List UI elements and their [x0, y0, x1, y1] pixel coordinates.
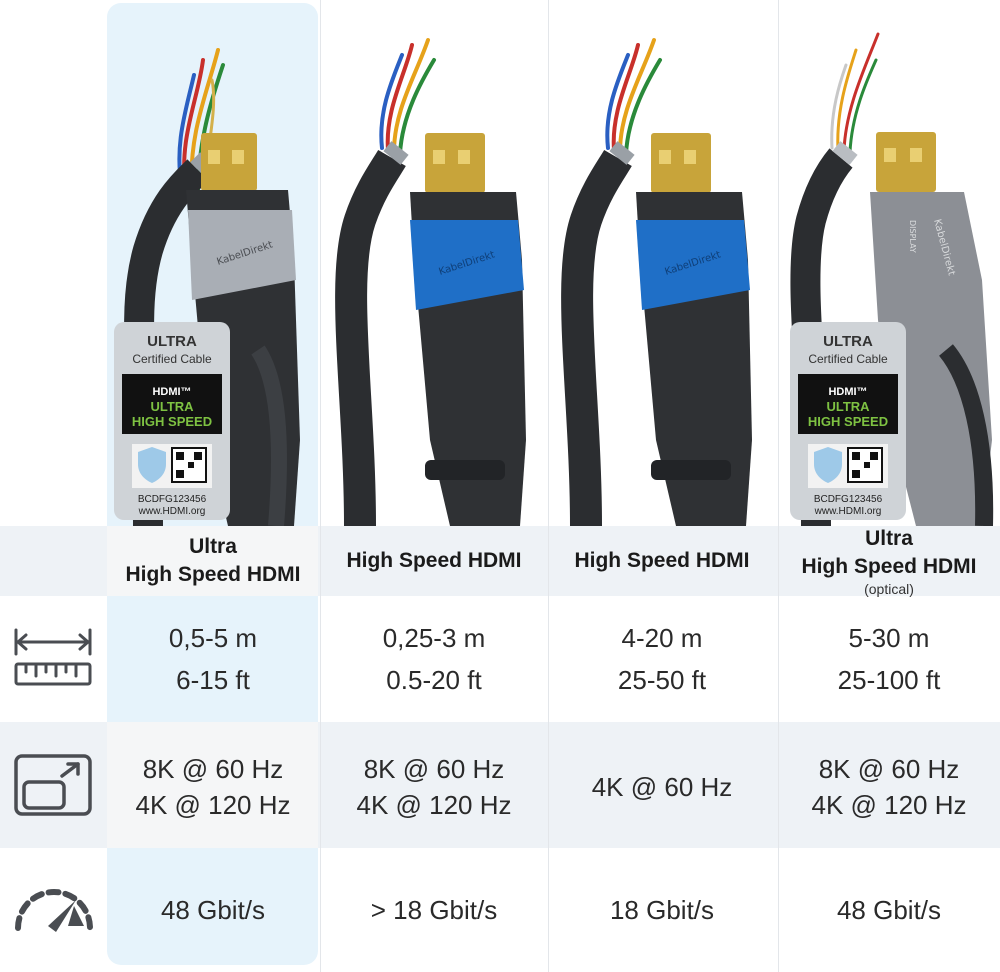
cable-type-label: Ultra High Speed HDMI (optical) — [776, 526, 1000, 597]
speed-value: 18 Gbit/s — [609, 895, 715, 925]
speed-cell: 18 Gbit/s — [549, 884, 775, 936]
resolution-primary: 8K @ 60 Hz — [142, 754, 284, 784]
length-cell: 0,25-3 m 0.5-20 ft — [321, 616, 547, 702]
cable-type-label: Ultra High Speed HDMI — [100, 526, 326, 596]
badge-code: BCDFG123456 — [814, 494, 883, 505]
cable-type-line1: Ultra — [189, 535, 237, 558]
resolution-cell: 4K @ 60 Hz — [549, 744, 775, 830]
column-divider — [548, 0, 549, 972]
cable-type-sub: (optical) — [864, 581, 914, 597]
cable-type-line2: High Speed HDMI — [346, 549, 522, 572]
length-feet: 6-15 ft — [176, 665, 250, 695]
cable-type-line2: High Speed HDMI — [801, 555, 977, 578]
length-cell: 4-20 m 25-50 ft — [549, 616, 775, 702]
resolution-secondary: 4K @ 120 Hz — [356, 790, 512, 820]
badge-line1: ULTRA — [147, 333, 197, 350]
cable-type-label: High Speed HDMI — [321, 526, 547, 596]
column-divider — [778, 0, 779, 972]
cable-type-label: High Speed HDMI — [549, 526, 775, 596]
badge-line2: Certified Cable — [808, 352, 888, 366]
cable-type-line2: High Speed HDMI — [574, 549, 750, 572]
resolution-cell: 8K @ 60 Hz 4K @ 120 Hz — [100, 744, 326, 830]
speed-cell: 48 Gbit/s — [100, 884, 326, 936]
length-meters: 0,5-5 m — [168, 623, 258, 653]
resolution-cell: 8K @ 60 Hz 4K @ 120 Hz — [776, 744, 1000, 830]
badge-site: www.HDMI.org — [814, 506, 882, 517]
badge-line1: ULTRA — [823, 333, 873, 350]
badge-hdmi-logo: HDMI™ — [828, 386, 867, 398]
highlight-header-bg — [107, 526, 318, 596]
resolution-primary: 4K @ 60 Hz — [591, 772, 733, 802]
resolution-screen-icon — [12, 752, 96, 818]
speed-cell: 48 Gbit/s — [776, 884, 1000, 936]
badge-site: www.HDMI.org — [138, 506, 206, 517]
speedometer-icon — [12, 886, 96, 934]
cable-type-line2: High Speed HDMI — [125, 563, 301, 586]
resolution-secondary: 4K @ 120 Hz — [811, 790, 967, 820]
resolution-secondary: 4K @ 120 Hz — [135, 790, 291, 820]
badge-line3: ULTRA — [150, 399, 194, 414]
highlight-resolution-bg — [107, 722, 318, 848]
resolution-primary: 8K @ 60 Hz — [818, 754, 960, 784]
speed-value: 48 Gbit/s — [836, 895, 942, 925]
speed-value: 48 Gbit/s — [160, 895, 266, 925]
badge-line2: Certified Cable — [132, 352, 212, 366]
resolution-cell: 8K @ 60 Hz 4K @ 120 Hz — [321, 744, 547, 830]
length-cell: 5-30 m 25-100 ft — [776, 616, 1000, 702]
length-meters: 4-20 m — [621, 623, 703, 653]
length-meters: 5-30 m — [848, 623, 930, 653]
length-meters: 0,25-3 m — [382, 623, 486, 653]
certification-badge: ULTRA Certified Cable HDMI™ ULTRA HIGH S… — [790, 322, 906, 520]
column-divider — [320, 0, 321, 972]
svg-text:DISPLAY: DISPLAY — [908, 220, 917, 253]
length-feet: 0.5-20 ft — [386, 665, 482, 695]
badge-line3: ULTRA — [826, 399, 870, 414]
speed-value: > 18 Gbit/s — [370, 895, 498, 925]
length-feet: 25-50 ft — [617, 665, 707, 695]
badge-line4: HIGH SPEED — [808, 414, 888, 429]
resolution-primary: 8K @ 60 Hz — [363, 754, 505, 784]
length-feet: 25-100 ft — [837, 665, 941, 695]
product-image-ultra-high-speed: KabelDirekt — [108, 20, 318, 527]
badge-code: BCDFG123456 — [138, 494, 207, 505]
speed-cell: > 18 Gbit/s — [321, 884, 547, 936]
certification-badge: ULTRA Certified Cable HDMI™ ULTRA HIGH S… — [114, 322, 230, 520]
product-image-high-speed-blue-long: KabelDirekt — [556, 20, 766, 527]
length-cell: 0,5-5 m 6-15 ft — [100, 616, 326, 702]
product-image-high-speed-blue: KabelDirekt — [330, 20, 540, 527]
ruler-length-icon — [12, 626, 96, 688]
badge-line4: HIGH SPEED — [132, 414, 212, 429]
badge-hdmi-logo: HDMI™ — [152, 386, 191, 398]
cable-type-line1: Ultra — [865, 527, 913, 550]
